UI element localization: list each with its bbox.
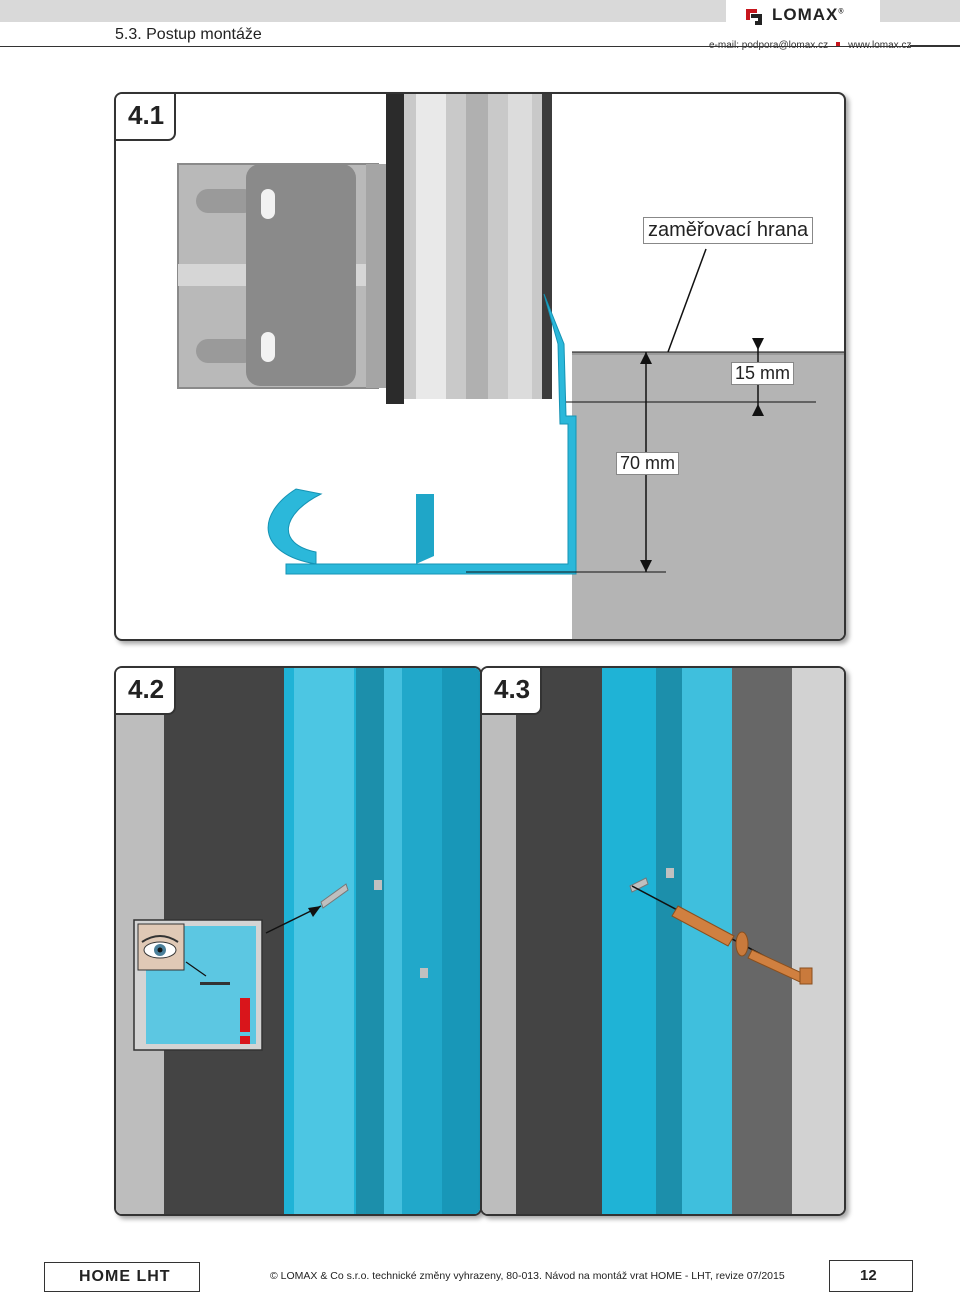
rail-inspection-illustration — [116, 668, 480, 1214]
callout-aiming-edge: zaměřovací hrana — [643, 217, 814, 244]
figure-panel-4-2: 4.2 — [114, 666, 482, 1216]
figure-label: 4.3 — [482, 668, 543, 715]
website-link[interactable]: www.lomax.cz — [848, 40, 912, 51]
page-number: 12 — [829, 1260, 913, 1292]
separator-icon — [836, 42, 841, 47]
figure-panel-4-3: 4.3 — [480, 666, 846, 1216]
footer-copyright: © LOMAX & Co s.r.o. technické změny vyhr… — [270, 1270, 785, 1282]
header-divider — [0, 46, 960, 47]
figure-label: 4.2 — [116, 668, 177, 715]
header-band — [0, 0, 960, 22]
lomax-logo-icon — [746, 9, 762, 25]
dimension-15mm: 15 mm — [731, 362, 795, 385]
figure-panel-4-1: 4.1 zaměřovací hrana 15 mm 70 mm — [114, 92, 846, 641]
rail-screw-illustration — [482, 668, 844, 1214]
dimension-70mm: 70 mm — [616, 452, 680, 475]
footer-brand: HOME LHT — [44, 1262, 200, 1292]
section-title: 5.3. Postup montáže — [115, 26, 262, 43]
hinge-illustration — [177, 94, 844, 639]
logo-text: LOMAX® — [772, 5, 845, 24]
header-divider-accent — [910, 45, 960, 47]
figure-label: 4.1 — [116, 94, 177, 141]
contact-info: e-mail: podpora@lomax.cz www.lomax.cz — [709, 40, 911, 51]
email-link[interactable]: e-mail: podpora@lomax.cz — [709, 40, 829, 51]
